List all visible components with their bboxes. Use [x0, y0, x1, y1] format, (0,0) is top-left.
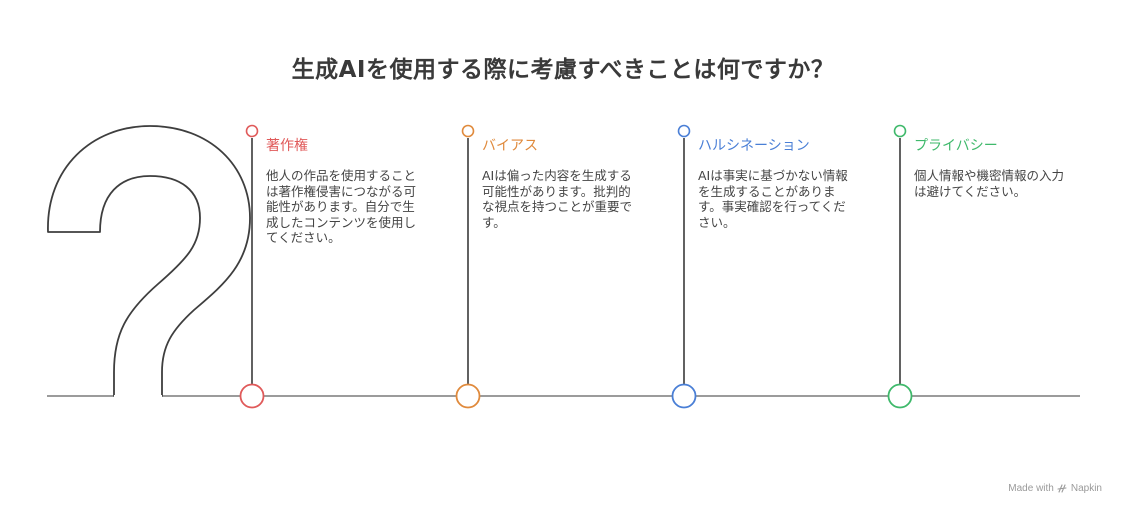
item-top-marker [461, 124, 475, 138]
item-top-marker [245, 124, 259, 138]
item-body: 個人情報や機密情報の入力は避けてください。 [914, 168, 1065, 199]
item-body: AIは偏った内容を生成する可能性があります。批判的な視点を持つことが重要です。 [482, 168, 633, 230]
page-title: 生成AIを使用する際に考慮すべきことは何ですか？ [291, 57, 835, 83]
item-title: ハルシネーション [698, 138, 810, 154]
item-body: 他人の作品を使用することは著作権侵害につながる可能性があります。自分で生成したコ… [266, 168, 417, 245]
napkin-logo-icon [1057, 484, 1067, 493]
question-mark-icon [47, 125, 251, 397]
item-top-marker [893, 124, 907, 138]
item-body: AIは事実に基づかない情報を生成することがあります。事実確認を行ってください。 [698, 168, 848, 230]
footer: Made with Napkin [1008, 483, 1102, 494]
made-with-label: Made with [1008, 483, 1054, 494]
item-bottom-marker [239, 383, 265, 409]
item-top-marker [677, 124, 691, 138]
item-bottom-marker [887, 383, 913, 409]
item-title: バイアス [482, 138, 538, 154]
napkin-brand-label: Napkin [1070, 483, 1102, 494]
item-bottom-marker [455, 383, 481, 409]
item-bottom-marker [671, 383, 697, 409]
item-title: プライバシー [914, 138, 998, 154]
item-title: 著作権 [266, 138, 308, 154]
